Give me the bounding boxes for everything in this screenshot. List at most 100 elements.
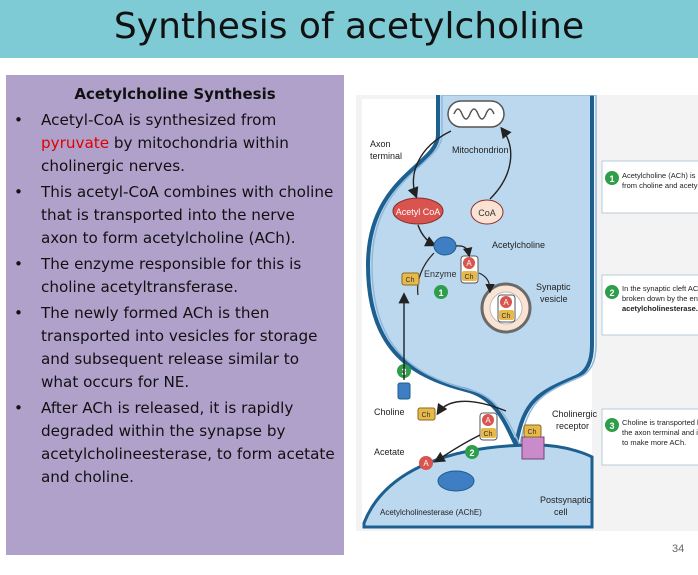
bullet-dot: • [14,183,23,201]
vesicle-ach-ch [499,310,514,320]
vesicle-ch-glyph: Ch [502,313,511,320]
synapse-figure: Mitochondrion Axon terminal Acetyl CoA C… [356,94,698,531]
bullet-item: • The newly formed ACh is then transporte… [14,302,336,394]
note-2-box [601,274,698,336]
note-2-line-1: In the synaptic cleft ACh [622,284,698,293]
axon-terminal [365,95,594,452]
arrow-to-acetate [433,434,481,463]
enzyme [433,236,457,256]
mitochondrion-cristae [453,108,495,120]
bullet-list: • Acetyl-CoA is synthesized from pyruvate… [14,109,336,492]
title-bar [0,0,698,58]
bullet-dot: • [14,304,23,322]
arrow-ach-to-vesicle [478,272,495,294]
postsynaptic-label-2: cell [554,507,568,517]
bullet-text-end: by mitochondria within cholinergic nerve… [41,134,289,175]
bullet-item: • After ACh is released, it is rapidly de… [14,397,336,489]
postsynaptic-label-1: Postsynaptic [540,495,592,505]
note-2: 2 In the synaptic cleft ACh broken down … [601,274,698,336]
coa [470,199,504,225]
vesicle-label-2: vesicle [540,294,568,304]
cleft-ach-a [482,414,494,426]
note-1-number: 1 [609,174,614,184]
text-panel: Acetylcholine Synthesis • Acetyl-CoA is s… [6,75,344,555]
bullet-text: After ACh is released, it is rapidly deg… [41,399,335,486]
bullet-text: Acetyl-CoA is synthesized from [41,111,277,129]
choline-extracellular-glyph: Ch [422,412,431,419]
choline-label: Choline [374,407,405,417]
bullet-dot: • [14,111,23,129]
mitochondrion-label: Mitochondrion [452,145,509,155]
arrow-enzyme-to-ach [455,245,473,258]
arrow-coa-to-mito [489,126,512,200]
coa-label: CoA [478,208,496,218]
acetate-glyph: A [423,459,429,468]
ach-choline-part [462,271,477,281]
choline-to-enzyme-path [417,252,435,296]
note-2-line-3: acetylcholinesterase. [622,304,698,313]
ach-ch-glyph: Ch [465,274,474,281]
bullet-item: • This acetyl-CoA combines with choline t… [14,181,336,250]
vesicle-label-1: Synaptic [536,282,571,292]
acetyl-coa-label: Acetyl CoA [396,207,441,217]
postsynaptic-cell [362,443,594,529]
cleft-a-glyph: A [485,416,491,425]
bullet-text: The newly formed ACh is then transported… [41,304,318,391]
acetate-molecule [419,456,433,470]
bullet-item: • Acetyl-CoA is synthesized from pyruvate… [14,109,336,178]
choline-intracellular [401,272,420,286]
bullet-dot: • [14,399,23,417]
choline-intracellular-glyph: Ch [406,277,415,284]
bullet-dot: • [14,255,23,273]
note-3-line-3: to make more ACh. [622,438,686,447]
choline-transporter [397,382,411,400]
slide-title: Synthesis of acetylcholine [113,6,585,47]
panel-heading: Acetylcholine Synthesis [74,85,276,103]
terminal-inner-edge [371,94,597,448]
note-3-line-1: Choline is transported ba [622,418,698,427]
synapse-diagram: Mitochondrion Axon terminal Acetyl CoA C… [356,94,698,531]
enzyme-label: Enzyme [424,269,457,279]
ach-a-glyph: A [466,259,472,268]
bullet-text: This acetyl-CoA combines with choline th… [41,183,334,247]
step-2-badge [465,445,479,459]
pyruvate-highlight: pyruvate [41,134,110,152]
ach-acetate-part [463,257,475,269]
receptor-label-2: receptor [556,421,589,431]
note-3-badge [605,418,619,432]
note-2-number: 2 [609,288,614,298]
step-2-number: 2 [469,448,474,458]
arrow-mito-to-acetylcoa [407,130,452,199]
note-1-line-2: from choline and acetyl C [622,181,698,190]
axon-label-1: Axon [370,139,391,149]
note-3-line-2: the axon terminal and is u [622,428,698,437]
bullet-text: The enzyme responsible for this is choli… [41,255,302,296]
vesicle-a-glyph: A [503,298,509,307]
receptor-bound-choline [523,424,542,438]
arrow-acetylcoa-to-enzyme [417,224,437,247]
receptor-label-1: Cholinergic [552,409,598,419]
vesicle-ach-a [500,296,512,308]
step-1-badge [434,285,448,299]
note-3-box [601,408,698,466]
note-1: 1 Acetylcholine (ACh) is m from choline … [601,160,698,214]
step-1-number: 1 [438,288,443,298]
note-1-box [601,160,698,214]
note-1-badge [605,171,619,185]
arrow-to-choline [436,400,507,416]
cleft-ach-ch [481,428,496,438]
note-3: 3 Choline is transported ba the axon ter… [601,408,698,466]
cholinergic-receptor [521,436,545,460]
slide-number: 34 [672,543,685,555]
cleft-ch-glyph: Ch [484,431,493,438]
axon-label-2: terminal [370,151,402,161]
note-1-line-1: Acetylcholine (ACh) is m [622,171,698,180]
receptor-ch-glyph: Ch [528,429,537,436]
note-3-number: 3 [609,421,614,431]
note-2-line-2: broken down by the enzy [622,294,698,303]
acetylcholine-label: Acetylcholine [492,240,545,250]
acetate-label: Acetate [374,447,405,457]
ache-label: Acetylcholinesterase (AChE) [380,508,482,517]
mitochondrion [447,100,505,128]
note-2-badge [605,285,619,299]
